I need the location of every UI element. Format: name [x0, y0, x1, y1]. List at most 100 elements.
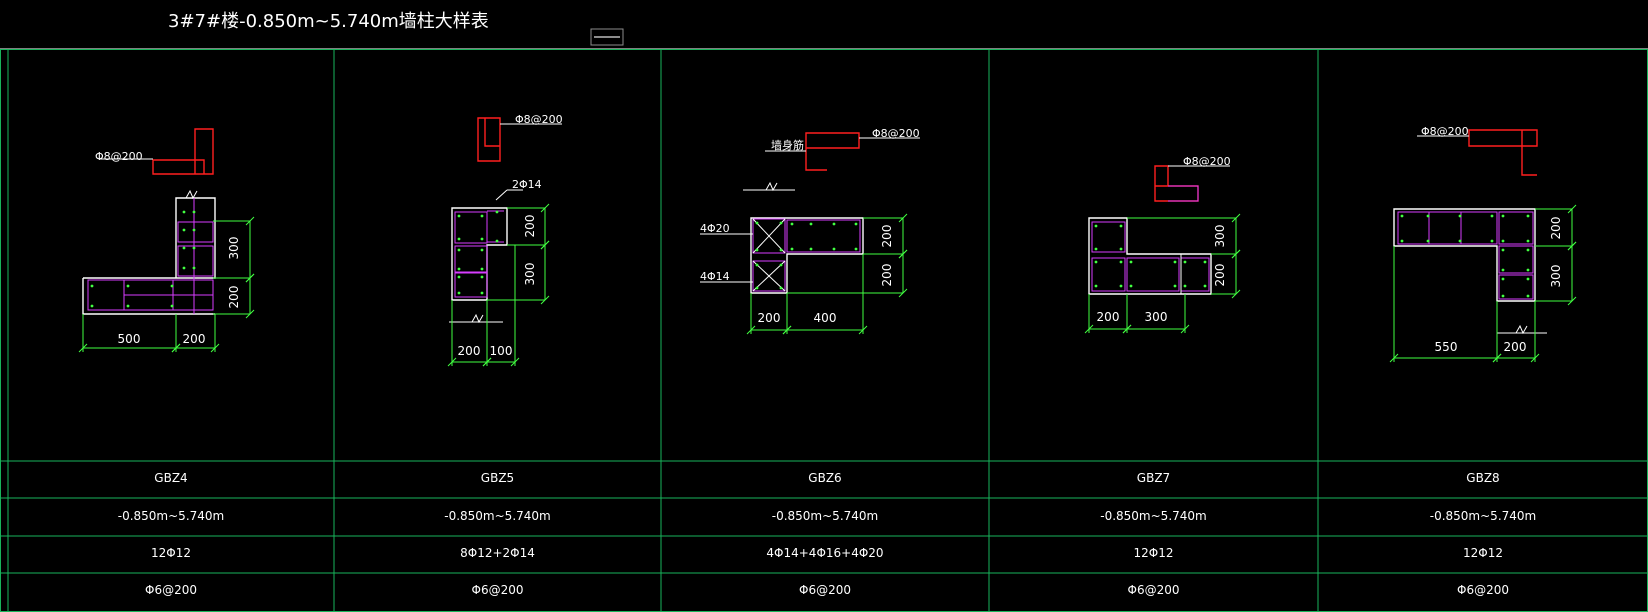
table-cell-longitudinal: 12Φ12 — [151, 546, 191, 560]
gbz8-rebar-dot-0 — [1400, 214, 1404, 218]
table-cell-name: GBZ6 — [808, 471, 841, 485]
gbz6-rebar-dot-5 — [779, 263, 783, 267]
gbz8-rebar-dot-9 — [1526, 214, 1530, 218]
gbz8-rebar-dot-14 — [1501, 268, 1505, 272]
gbz6-rebar-dot-7 — [779, 286, 783, 290]
gbz8-rebar-dot-19 — [1526, 294, 1530, 298]
gbz5-cap-detail — [477, 117, 501, 162]
gbz5-side-label: 2Φ14 — [512, 178, 542, 191]
gbz7-stirrup-bottom-mid — [1126, 257, 1180, 292]
gbz5-stirrup-top — [454, 211, 488, 244]
detail-gbz8: Φ8@200 200 300 550 200 — [1389, 125, 1577, 363]
gbz5-rebar-dot-3 — [480, 237, 484, 241]
gbz4-rebar-dot-13 — [170, 304, 174, 308]
gbz8-rebar-dot-16 — [1501, 277, 1505, 281]
gbz4-stirrup-middle — [177, 245, 214, 277]
gbz6-rebar-dot-11 — [854, 222, 858, 226]
gbz7-cap-label: Φ8@200 — [1183, 155, 1231, 168]
gbz5-rebar-dot-9 — [480, 275, 484, 279]
gbz5-rebar-dot-8 — [457, 275, 461, 279]
gbz8-dim-label-4: 200 — [1504, 340, 1527, 354]
gbz8-rebar-dot-1 — [1426, 214, 1430, 218]
gbz4-rebar-dot-4 — [182, 246, 186, 250]
gbz5-rebar-dot-5 — [480, 248, 484, 252]
table-cell-stirrup: Φ6@200 — [1457, 583, 1509, 597]
gbz6-stirrup-left-bottom — [752, 260, 786, 292]
gbz7-rebar-dot-1 — [1119, 224, 1123, 228]
page-title: 3#7#楼-0.850m~5.740m墙柱大样表 — [168, 11, 489, 32]
table-cell-elevation: -0.850m~5.740m — [1100, 509, 1206, 523]
gbz5-dim-label-2: 300 — [523, 263, 537, 286]
gbz7-rebar-dot-15 — [1203, 284, 1207, 288]
gbz4-cap-label: Φ8@200 — [95, 150, 143, 163]
gbz6-rebar-dot-8 — [790, 222, 794, 226]
detail-layer: Φ8@200 300 200 500 200 Φ8@200 2Φ14 200 300 200 100… — [78, 113, 1577, 367]
gbz4-rebar-dot-3 — [192, 228, 196, 232]
gbz6-aux-label: 墙身筋 — [771, 138, 804, 152]
gbz5-rebar-dot-7 — [480, 267, 484, 271]
gbz7-rebar-dot-3 — [1119, 247, 1123, 251]
table-grid — [0, 49, 1648, 612]
gbz6-dim-label-4: 400 — [814, 311, 837, 325]
table-cell-elevation: -0.850m~5.740m — [118, 509, 224, 523]
table-cell-stirrup: Φ6@200 — [1128, 583, 1180, 597]
table-cell-longitudinal: 8Φ12+2Φ14 — [460, 546, 535, 560]
gbz6-dim-label-1: 200 — [880, 225, 894, 248]
gbz8-stirrup-middle-right — [1498, 245, 1534, 274]
gbz6-rebar-dot-9 — [809, 222, 813, 226]
gbz7-rebar-dot-2 — [1094, 247, 1098, 251]
gbz7-rebar-dot-4 — [1094, 260, 1098, 264]
gbz8-rebar-dot-7 — [1490, 239, 1494, 243]
gbz8-stirrup-top-right — [1498, 211, 1534, 245]
gbz8-rebar-dot-13 — [1526, 248, 1530, 252]
gbz4-dim-label-3: 500 — [118, 332, 141, 346]
gbz5-break-symbol — [471, 313, 484, 324]
gbz8-rebar-dot-4 — [1400, 239, 1404, 243]
gbz4-rebar-dot-8 — [90, 284, 94, 288]
gbz4-rebar-dot-12 — [170, 284, 174, 288]
gbz7-rebar-dot-12 — [1183, 260, 1187, 264]
gbz4-dim-label-1: 300 — [227, 237, 241, 260]
gbz4-rebar-dot-7 — [192, 266, 196, 270]
gbz8-dim-label-2: 300 — [1549, 265, 1563, 288]
gbz8-rebar-dot-6 — [1458, 239, 1462, 243]
table-cell-longitudinal: 4Φ14+4Φ16+4Φ20 — [766, 546, 883, 560]
gbz7-rebar-dot-11 — [1173, 284, 1177, 288]
gbz7-rebar-dot-8 — [1129, 260, 1133, 264]
gbz7-rebar-dot-13 — [1203, 260, 1207, 264]
gbz6-rebar-dot-4 — [755, 263, 759, 267]
gbz7-rebar-dot-9 — [1173, 260, 1177, 264]
gbz5-rebar-dot-6 — [457, 267, 461, 271]
gbz8-dim-label-1: 200 — [1549, 217, 1563, 240]
gbz5-rebar-dot-0 — [457, 214, 461, 218]
gbz6-rebar-dot-6 — [755, 286, 759, 290]
gbz6-break-top — [765, 181, 778, 192]
gbz5-dim-label-4: 100 — [490, 344, 513, 358]
gbz8-rebar-dot-2 — [1458, 214, 1462, 218]
gbz8-rebar-dot-3 — [1490, 214, 1494, 218]
gbz6-rebar-dot-12 — [790, 247, 794, 251]
gbz8-cap-label: Φ8@200 — [1421, 125, 1469, 138]
gbz7-dim-label-2: 200 — [1213, 264, 1227, 287]
gbz8-dim-label-3: 550 — [1435, 340, 1458, 354]
gbz6-rebar-dot-3 — [779, 248, 783, 252]
gbz4-break-top — [185, 189, 198, 200]
gbz7-rebar-dot-5 — [1119, 260, 1123, 264]
gbz8-stirrup-left — [1397, 211, 1498, 245]
table-cell-name: GBZ5 — [481, 471, 514, 485]
gbz4-rebar-dot-6 — [182, 266, 186, 270]
gbz6-dim-label-2: 200 — [880, 264, 894, 287]
gbz4-rebar-dot-1 — [192, 210, 196, 214]
gbz5-stirrup-bottom — [454, 272, 488, 298]
gbz5-stirrup-middle — [454, 245, 488, 273]
gbz5-rebar-dot-4 — [457, 248, 461, 252]
gbz4-rebar-dot-2 — [182, 228, 186, 232]
gbz8-rebar-dot-17 — [1526, 277, 1530, 281]
table-cell-name: GBZ4 — [154, 471, 187, 485]
gbz5-cap-label: Φ8@200 — [515, 113, 563, 126]
gbz5-dim-label-3: 200 — [458, 344, 481, 358]
